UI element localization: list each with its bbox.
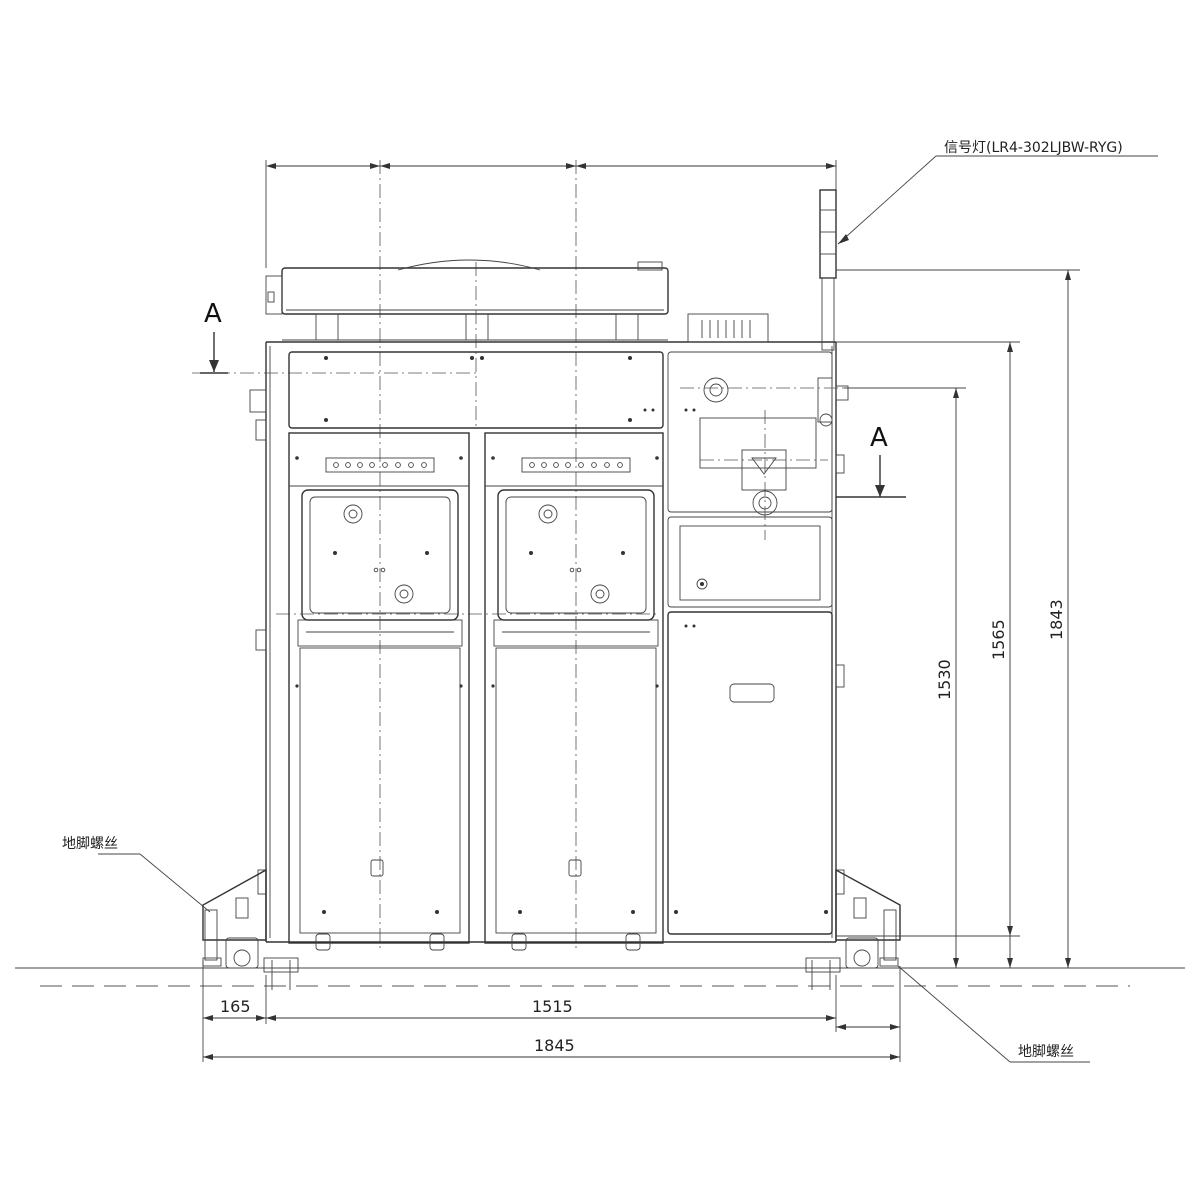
section-marker-left (200, 332, 228, 374)
height-dimension-lines (836, 269, 1080, 968)
equipment-section (667, 313, 960, 935)
dim-165: 165 (220, 997, 251, 1016)
dim-1515: 1515 (532, 997, 573, 1016)
upper-panel (288, 351, 664, 429)
top-dimension-lines (265, 160, 837, 268)
ground-line (15, 967, 1185, 987)
section-marker-right (836, 455, 906, 498)
right-foot-assembly (805, 868, 1090, 1063)
dim-1565: 1565 (989, 619, 1008, 660)
dim-1530: 1530 (935, 659, 954, 700)
right-cabinet (484, 432, 664, 951)
center-lines (192, 160, 828, 950)
dim-1845: 1845 (534, 1036, 575, 1055)
dim-1843: 1843 (1047, 599, 1066, 640)
roof-unit (265, 259, 669, 341)
anchor-bolt-label-left: 地脚螺丝 (62, 836, 118, 852)
machine-frame (249, 341, 845, 943)
signal-light-tower (819, 155, 1158, 351)
section-mark-a-right: A (870, 423, 888, 453)
bottom-dimension-lines (202, 960, 901, 1062)
left-foot-assembly (98, 853, 299, 990)
anchor-bolt-label-right: 地脚螺丝 (1018, 1044, 1074, 1060)
left-cabinet (288, 432, 470, 951)
section-mark-a-left: A (204, 299, 222, 329)
signal-light-label: 信号灯(LR4-302LJBW-RYG) (944, 140, 1123, 156)
